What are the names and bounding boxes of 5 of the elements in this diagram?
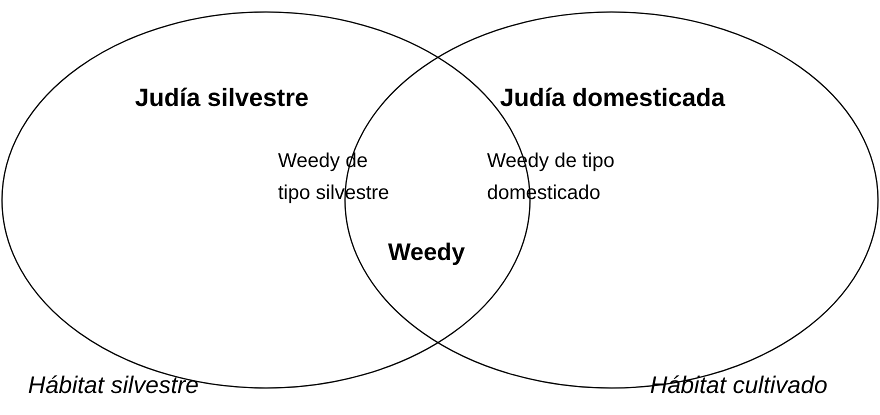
set-title: Judía silvestre [135, 84, 309, 113]
habitat-label: Hábitat cultivado [650, 371, 828, 401]
set-title: Judía domesticada [500, 84, 726, 113]
habitat-label: Hábitat silvestre [28, 371, 199, 401]
overlap-label: Weedy [388, 238, 465, 268]
